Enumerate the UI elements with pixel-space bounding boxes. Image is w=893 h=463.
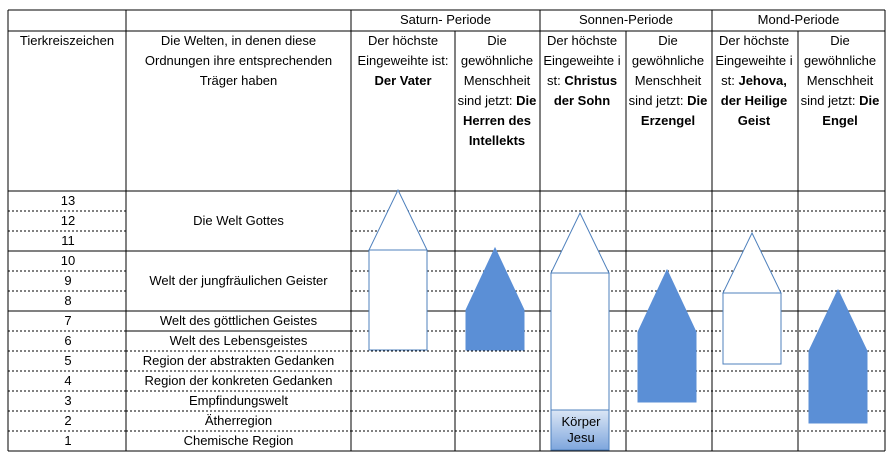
world-label: Empfindungswelt — [189, 393, 288, 408]
saturn-initiate-header: Der höchste Eingeweihte ist: Der Vater — [352, 31, 454, 91]
period-sonnen: Sonnen-Periode — [579, 12, 673, 27]
zodiac-number: 7 — [64, 313, 72, 328]
world-label: Region der abstrakten Gedanken — [142, 353, 335, 368]
world-label: Welt des Lebensgeistes — [169, 333, 308, 348]
zodiac-number: 12 — [60, 213, 76, 228]
house-body — [550, 272, 610, 411]
zodiac-number: 2 — [64, 413, 72, 428]
zodiac-number: 8 — [64, 293, 72, 308]
house-body — [368, 249, 428, 351]
zodiac-number: 9 — [64, 273, 72, 288]
sonnen-humanity-vehicle — [637, 268, 697, 403]
sonnen-initiate-name: Christus der Sohn — [553, 73, 618, 108]
saturn-humanity-header: Die gewöhnliche Menschheit sind jetzt: D… — [456, 31, 538, 151]
zodiac-number: 11 — [61, 233, 75, 248]
world-label: Chemische Region — [183, 433, 294, 448]
sonnen-humanity-header: Die gewöhnliche Menschheit sind jetzt: D… — [626, 31, 710, 131]
zodiac-number: 1 — [64, 433, 72, 448]
house-roof — [368, 188, 428, 251]
zodiac-number: 4 — [64, 373, 72, 388]
period-mond: Mond-Periode — [757, 12, 840, 27]
zodiac-number: 3 — [64, 393, 72, 408]
mond-humanity-name: Die Engel — [822, 93, 880, 128]
saturn-initiate-name: Der Vater — [374, 73, 432, 88]
world-label: Welt der jungfräulichen Geister — [149, 273, 328, 288]
saturn-humanity-name: Die Herren des Intellekts — [463, 93, 537, 148]
zodiac-number: 6 — [64, 333, 72, 348]
mond-humanity-header: Die gewöhnliche Menschheit sind jetzt: D… — [798, 31, 882, 131]
world-label: Ätherregion — [204, 413, 273, 428]
sonnen-initiate-vehicle — [550, 211, 610, 411]
mond-initiate-prefix: Der höchste Eingeweihte ist: — [715, 33, 793, 88]
koerper-jesu-box — [550, 409, 610, 451]
sonnen-initiate-prefix: Der höchste Eingeweihte ist: — [543, 33, 621, 88]
zodiac-number: 13 — [60, 193, 76, 208]
saturn-initiate-vehicle — [368, 188, 428, 351]
sonnen-humanity-name: Die Erzengel — [640, 93, 708, 128]
world-label: Welt des göttlichen Geistes — [159, 313, 318, 328]
world-label: Die Welt Gottes — [193, 213, 284, 228]
saturn-humanity-prefix: Die gewöhnliche Menschheit sind jetzt: — [457, 33, 534, 108]
sonnen-humanity-prefix: Die gewöhnliche Menschheit sind jetzt: — [628, 33, 705, 108]
house-body — [722, 292, 782, 365]
zodiac-number: 10 — [60, 253, 76, 268]
zodiac-number: 5 — [64, 353, 72, 368]
worlds-column-header: Die Welten, in denen diese Ordnungen ihr… — [144, 33, 333, 88]
saturn-humanity-vehicle — [465, 246, 525, 351]
mond-humanity-vehicle — [808, 288, 868, 424]
mond-initiate-vehicle — [722, 231, 782, 365]
sonnen-initiate-header: Der höchste Eingeweihte ist: Christus de… — [541, 31, 623, 111]
house-roof — [550, 211, 610, 274]
world-label: Region der konkreten Gedanken — [144, 373, 333, 388]
mond-initiate-header: Der höchste Eingeweihte ist: Jehova, der… — [713, 31, 795, 131]
mond-initiate-name: Jehova, der Heilige Geist — [720, 73, 788, 128]
zodiac-column-header: Tierkreiszeichen — [19, 33, 115, 48]
mond-humanity-prefix: Die gewöhnliche Menschheit sind jetzt: — [800, 33, 877, 108]
period-saturn: Saturn- Periode — [399, 12, 492, 27]
saturn-initiate-prefix: Der höchste Eingeweihte ist: — [357, 33, 449, 68]
house-roof — [722, 231, 782, 294]
koerper-jesu-label: Körper Jesu — [561, 414, 601, 445]
